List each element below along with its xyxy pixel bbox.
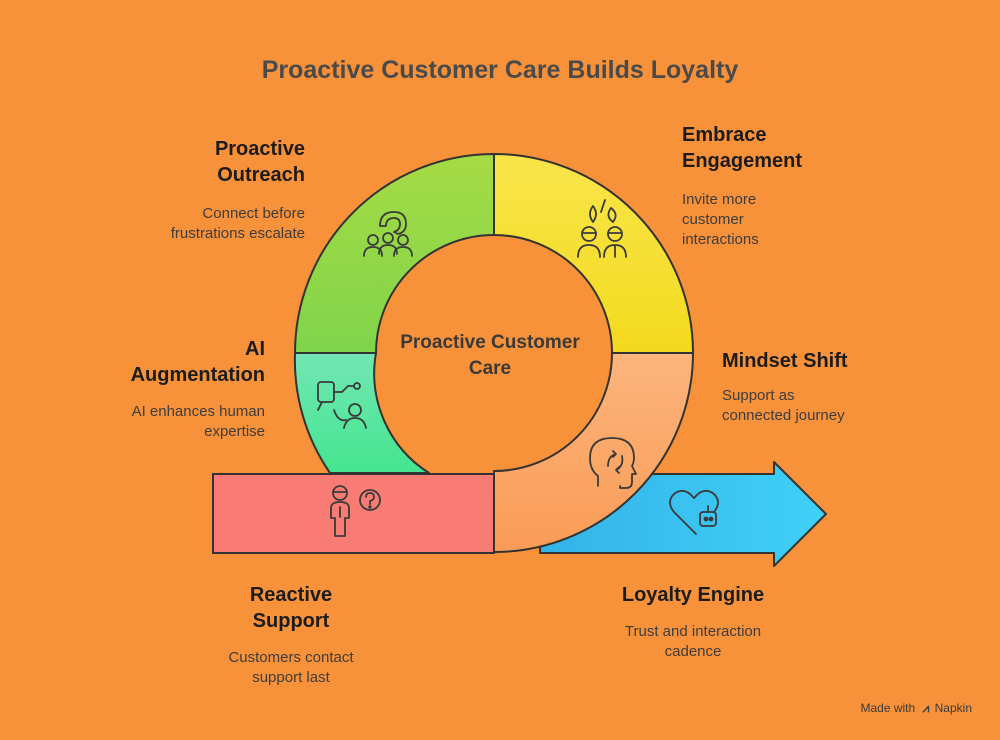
loyalty-engine-desc-2: cadence — [664, 643, 722, 660]
ai-augmentation-desc-2: expertise — [204, 423, 265, 440]
reactive-support-title-1: Reactive — [249, 584, 333, 606]
napkin-brand-label: Napkin — [934, 701, 972, 715]
page-title: Proactive Customer Care Builds Loyalty — [261, 56, 739, 84]
ai-augmentation-segment — [293, 352, 430, 474]
reactive-support-block: Reactive Support Customers contact suppo… — [180, 582, 402, 688]
heart-robot-icon — [669, 489, 719, 535]
center-label-line2: Care — [469, 358, 511, 379]
embrace-engagement-desc-1: Invite more — [682, 191, 757, 208]
embrace-engagement-title-1: Embrace — [682, 124, 767, 146]
proactive-outreach-desc-1: Connect before — [202, 205, 305, 222]
made-with-napkin-badge[interactable]: Made with ⩘ Napkin — [860, 701, 972, 716]
napkin-logo-icon: ⩘ — [922, 701, 930, 715]
embrace-engagement-desc-3: interactions — [682, 231, 759, 248]
mindset-head-icon — [589, 437, 637, 489]
made-with-label: Made with — [860, 701, 916, 715]
embrace-engagement-block: Embrace Engagement Invite more customer … — [682, 122, 922, 250]
loyalty-engine-desc-1: Trust and interaction — [624, 623, 762, 640]
reactive-support-desc-1: Customers contact — [228, 649, 354, 666]
embrace-engagement-segment — [493, 153, 694, 354]
center-label-line1: Proactive Customer — [400, 332, 580, 353]
ai-assist-icon — [317, 381, 367, 429]
mindset-shift-desc-1: Support as — [722, 387, 795, 404]
team-icon — [363, 211, 413, 257]
ai-augmentation-desc-1: AI enhances human — [131, 403, 265, 420]
mindset-shift-title: Mindset Shift — [722, 350, 848, 372]
ai-augmentation-block: AI Augmentation AI enhances human expert… — [60, 336, 265, 442]
embrace-engagement-title-2: Engagement — [682, 150, 803, 172]
mindset-shift-segment — [493, 352, 694, 553]
brainstorm-icon — [577, 199, 627, 258]
reactive-support-bar — [212, 473, 495, 554]
reactive-support-desc-2: support last — [252, 669, 330, 686]
reactive-question-icon — [330, 485, 381, 537]
ai-augmentation-title-2: Augmentation — [130, 364, 265, 386]
proactive-outreach-block: Proactive Outreach Connect before frustr… — [80, 136, 305, 244]
proactive-outreach-desc-2: frustrations escalate — [170, 225, 305, 242]
loyalty-engine-block: Loyalty Engine Trust and interaction cad… — [572, 582, 814, 662]
ai-augmentation-title-1: AI — [245, 338, 265, 360]
loyalty-engine-title: Loyalty Engine — [621, 584, 765, 606]
mindset-shift-block: Mindset Shift Support as connected journ… — [722, 348, 962, 426]
proactive-outreach-title-2: Outreach — [217, 164, 305, 186]
mindset-shift-desc-2: connected journey — [722, 407, 845, 424]
reactive-support-title-2: Support — [252, 610, 330, 632]
proactive-outreach-title-1: Proactive — [214, 138, 305, 160]
embrace-engagement-desc-2: customer — [682, 211, 744, 228]
